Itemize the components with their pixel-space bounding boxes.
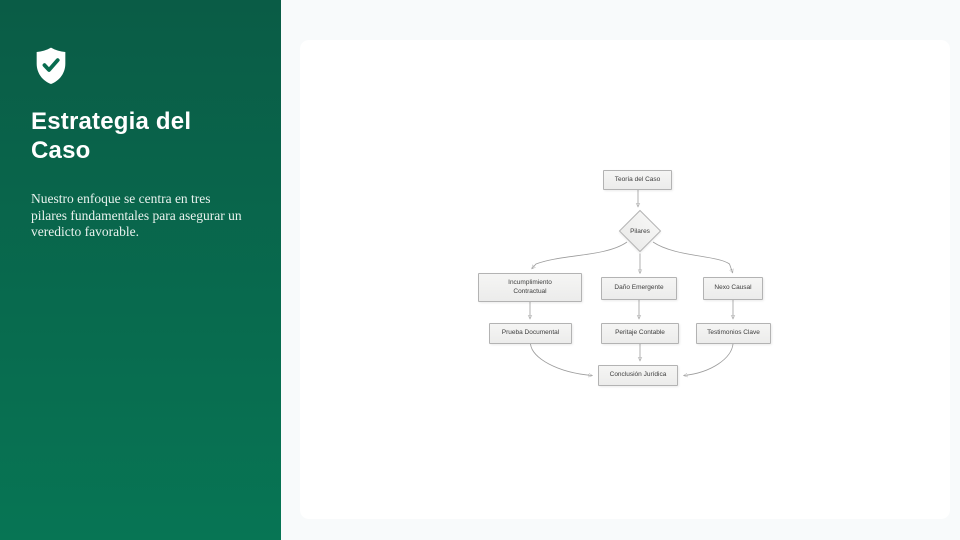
node-prueba-documental: Prueba Documental xyxy=(489,323,572,344)
node-label: Nexo Causal xyxy=(714,284,752,292)
node-dano-emergente: Daño Emergente xyxy=(601,277,677,300)
edge-pilares-to-incumplimiento xyxy=(532,241,628,269)
node-peritaje-contable: Peritaje Contable xyxy=(601,323,679,344)
node-label: Teoría del Caso xyxy=(614,175,661,183)
node-label: Peritaje Contable xyxy=(615,329,665,337)
node-testimonios-clave: Testimonios Clave xyxy=(696,323,771,344)
edge-pilares-to-nexo xyxy=(652,241,733,273)
slide-description: Nuestro enfoque se centra en tres pilare… xyxy=(31,191,242,239)
edge-testimonios-to-conclusion xyxy=(684,343,734,376)
node-label: Daño Emergente xyxy=(614,284,664,292)
flowchart-edges xyxy=(300,190,950,519)
edge-prueba-to-conclusion xyxy=(530,343,593,376)
node-pilares: Pilares xyxy=(618,209,662,253)
node-label: Prueba Documental xyxy=(501,329,560,337)
node-teoria-del-caso: Teoría del Caso xyxy=(603,170,672,190)
node-label: Testimonios Clave xyxy=(707,329,760,337)
node-nexo-causal: Nexo Causal xyxy=(703,277,763,300)
slide-title: Estrategia del Caso xyxy=(31,108,192,164)
node-incumplimiento-contractual: Incumplimiento Contractual xyxy=(478,273,582,302)
shield-check-icon xyxy=(31,45,71,85)
node-label: Conclusión Jurídica xyxy=(609,371,667,379)
node-conclusion-juridica: Conclusión Jurídica xyxy=(598,365,678,386)
node-label: Incumplimiento Contractual xyxy=(508,278,552,295)
diagram-canvas: Teoría del Caso Pilares Incumplimiento C… xyxy=(300,40,950,519)
sidebar: Estrategia del Caso Nuestro enfoque se c… xyxy=(0,0,281,540)
node-label: Pilares xyxy=(630,227,650,235)
